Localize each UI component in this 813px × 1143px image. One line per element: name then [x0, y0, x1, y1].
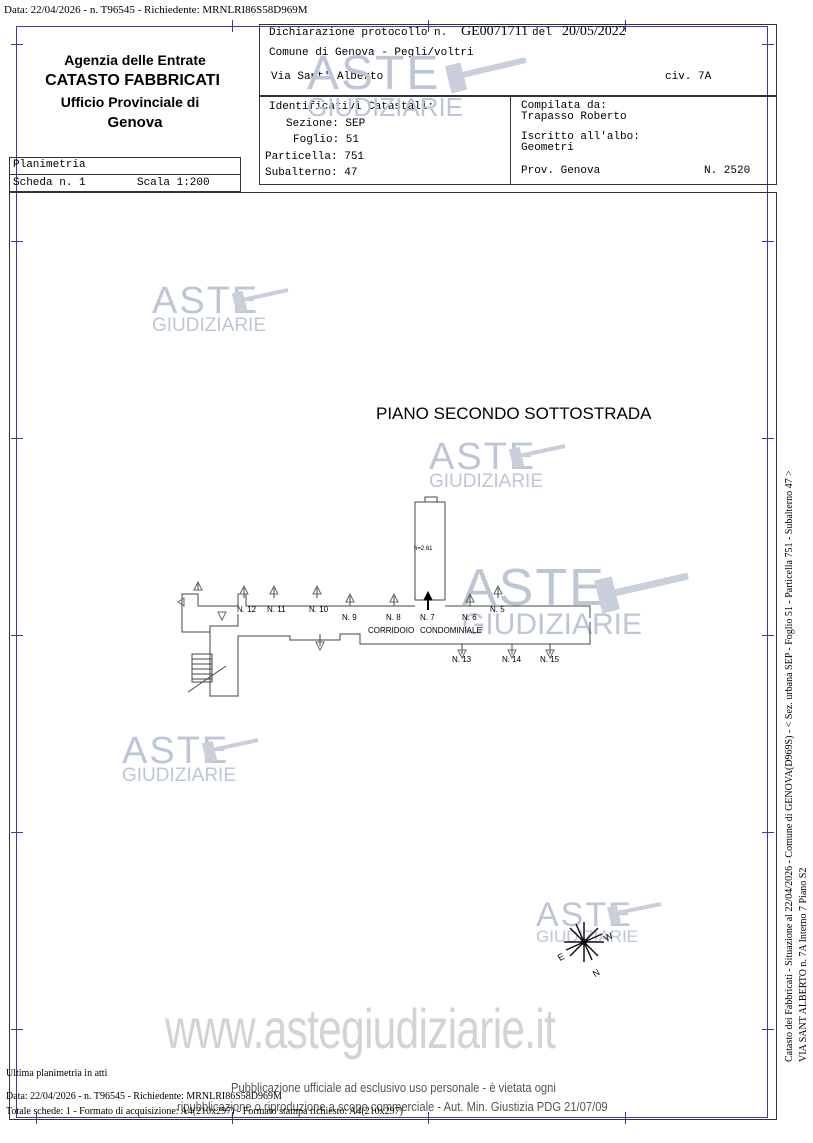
gavel-icon: [444, 57, 527, 94]
compiler-name: Trapasso Roberto: [521, 111, 627, 123]
frame-tick: [625, 20, 626, 32]
watermark-header: ASTE GIUDIZIARIE: [307, 47, 464, 122]
civ: civ. 7A: [665, 71, 712, 83]
floor-title: PIANO SECONDO SOTTOSTRADA: [376, 404, 652, 423]
unit-14-label: N. 14: [502, 655, 522, 664]
planimetria-label: Planimetria: [13, 159, 86, 171]
frame-left-line: [16, 26, 17, 1118]
frame-tick: [11, 438, 23, 439]
identifiers-title: Identificativi Catastali:: [269, 101, 435, 113]
frame-right-line: [767, 26, 768, 1118]
frame-top-line: [16, 26, 768, 27]
condominiale-label: CONDOMINIALE: [420, 626, 482, 635]
protocol-number: GE0071711: [461, 24, 529, 39]
frame-tick: [428, 1112, 429, 1124]
compass-rose-icon: [564, 922, 604, 962]
drawing-area: [9, 192, 777, 1120]
sezione: Sezione: SEP: [286, 118, 366, 130]
frame-tick: [36, 1112, 37, 1124]
unit-10-label: N. 10: [309, 605, 329, 614]
frame-tick: [762, 635, 774, 636]
unit-11-label: N. 11: [267, 605, 286, 614]
gavel-icon: [594, 572, 689, 614]
compiler-box: [510, 96, 777, 185]
frame-tick: [232, 1112, 233, 1124]
frame-tick: [762, 832, 774, 833]
frame-tick: [11, 832, 23, 833]
unit-12-label: N. 12: [237, 605, 257, 614]
agency-line-3: Ufficio Provinciale di: [60, 94, 200, 110]
foglio: Foglio: 51: [293, 134, 360, 146]
watermark-4: ASTE GIUDIZIARIE: [122, 730, 237, 786]
subalterno: Subalterno: 47: [265, 167, 358, 179]
comune: Comune di Genova - Pegli/voltri: [269, 47, 474, 59]
top-header: Data: 22/04/2026 - n. T96545 - Richieden…: [4, 4, 308, 16]
floor-plan: [177, 496, 591, 697]
frame-tick: [762, 44, 774, 45]
footer-last: Ultima planimetria in atti: [6, 1068, 108, 1079]
date-prefix: del: [532, 27, 552, 39]
frame-bottom-line: [16, 1117, 768, 1118]
protocol-date: 20/05/2022: [562, 24, 626, 39]
publication-notice-2: ripubblicazione o riproduzione a scopo c…: [177, 1099, 608, 1114]
watermark-3: ASTE GIUDIZIARIE: [462, 559, 643, 641]
frame-tick: [11, 241, 23, 242]
scheda-box: [9, 174, 241, 192]
side-text-1: Catasto dei Fabbricati - Situazione al 2…: [784, 470, 795, 1062]
unit-5-label: N. 5: [490, 605, 505, 614]
scheda: Scheda n. 1: [13, 177, 86, 189]
gavel-icon: [231, 288, 289, 313]
footer-data: Data: 22/04/2026 - n. T96545 - Richieden…: [6, 1091, 282, 1102]
compiler-label: Compilata da:: [521, 100, 607, 112]
protocol-prefix: Dichiarazione protocollo n.: [269, 27, 448, 39]
publication-notice-1: Pubblicazione ufficiale ad esclusivo uso…: [231, 1080, 556, 1095]
frame-tick: [762, 438, 774, 439]
declaration-box: [259, 24, 777, 96]
site-watermark: www.astegiudiziarie.it: [165, 997, 556, 1060]
frame-tick: [428, 20, 429, 32]
agency-line-2: CATASTO FABBRICATI: [45, 72, 220, 89]
particella: Particella: 751: [265, 151, 365, 163]
frame-tick: [11, 635, 23, 636]
gavel-icon: [508, 444, 566, 469]
unit-7-label: N. 7: [420, 613, 435, 622]
corridor-label: CORRIDOIO: [368, 626, 415, 635]
unit-13-label: N. 13: [452, 655, 472, 664]
albo-value: Geometri: [521, 142, 574, 154]
unit-6-label: N. 6: [462, 613, 477, 622]
frame-tick: [11, 44, 23, 45]
albo-number: N. 2520: [704, 165, 751, 177]
scala: Scala 1:200: [137, 177, 210, 189]
footer-totale: Totale schede: 1 - Formato di acquisizio…: [6, 1106, 403, 1117]
frame-tick: [232, 20, 233, 32]
height-label: h=2.61: [414, 546, 433, 552]
albo-label: Iscritto all'albo:: [521, 131, 640, 143]
frame-tick: [625, 1112, 626, 1124]
unit-8-label: N. 8: [386, 613, 401, 622]
gavel-icon: [201, 738, 259, 763]
watermark-2: ASTE GIUDIZIARIE: [429, 436, 544, 492]
gavel-icon: [606, 902, 662, 925]
unit-9-label: N. 9: [342, 613, 357, 622]
frame-tick: [762, 1029, 774, 1030]
side-text-2: VIA SANT ALBERTO n. 7A Interno 7 Piano S…: [798, 867, 809, 1062]
frame-tick: [11, 1029, 23, 1030]
agency-line-1: Agenzia delle Entrate: [64, 52, 206, 68]
agency-line-4: Genova: [107, 114, 163, 131]
frame-tick: [762, 241, 774, 242]
unit-15-label: N. 15: [540, 655, 560, 664]
prov: Prov. Genova: [521, 165, 601, 177]
street: Via Sant' Alberto: [271, 71, 384, 83]
